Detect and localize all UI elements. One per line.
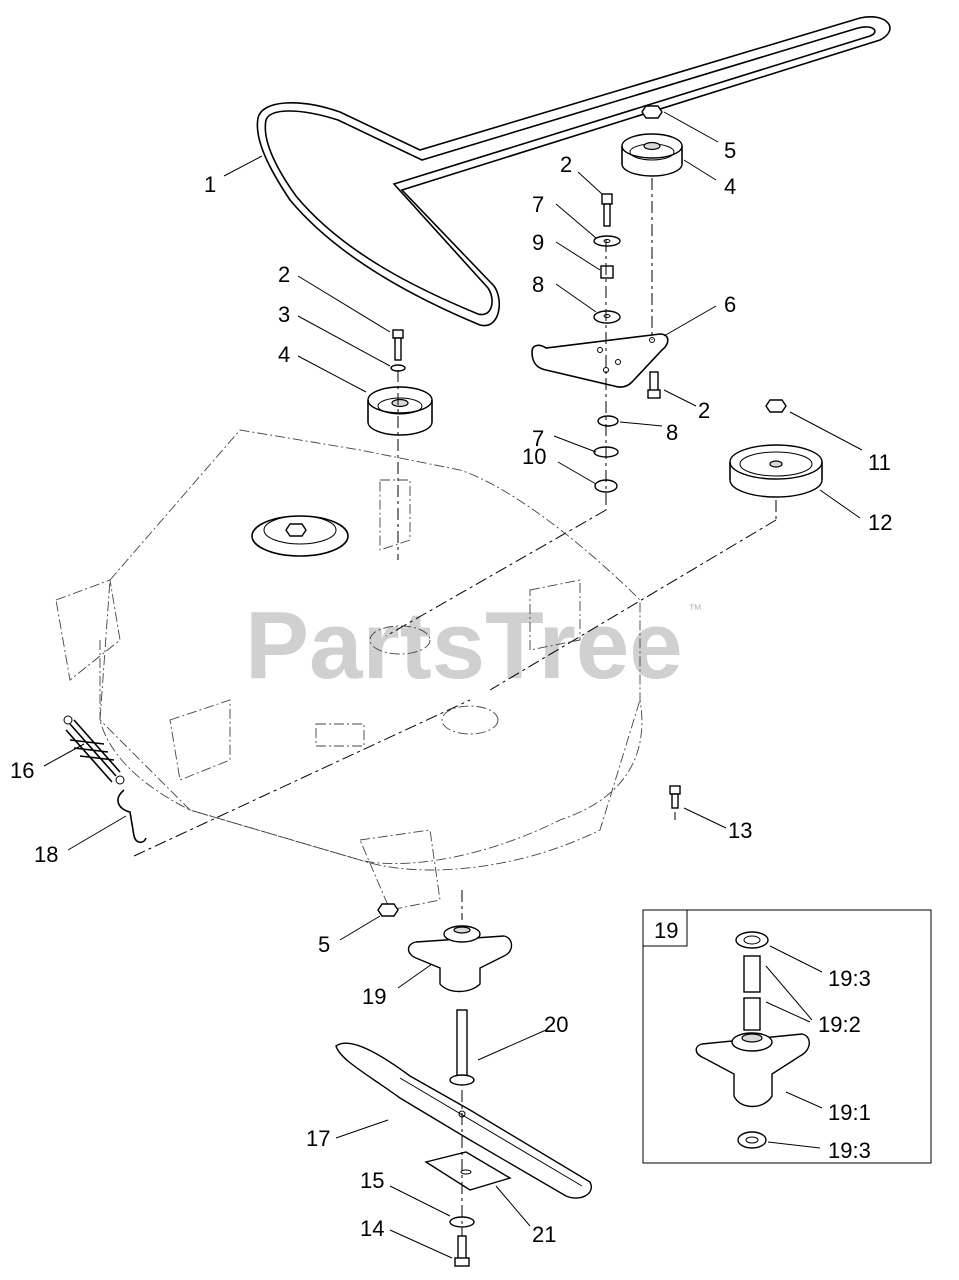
bolt-idler-top[interactable] <box>601 193 613 227</box>
nut-11[interactable] <box>765 399 787 413</box>
callout-bolt-arm: 2 <box>698 398 710 423</box>
callout-spacer-7-lower: 7 <box>532 426 544 451</box>
callout-washer-8-lower: 8 <box>666 420 678 445</box>
callout-bolt-left-pulley: 2 <box>278 262 290 287</box>
inset-callout-19-3-top: 19:3 <box>828 966 871 991</box>
callout-bolt-13: 13 <box>728 818 752 843</box>
callout-bolt-idler-top: 2 <box>560 152 572 177</box>
housing-19-1[interactable] <box>695 1032 810 1108</box>
axis-line <box>133 699 471 857</box>
watermark-trademark: ™ <box>688 601 702 617</box>
bearing-19-3-bottom[interactable] <box>737 1131 767 1149</box>
axis-line <box>489 519 777 691</box>
inset-label: 19 <box>654 918 678 943</box>
callout-spacer-9: 9 <box>532 230 544 255</box>
spindle-19[interactable] <box>407 925 513 993</box>
callout-blade-17: 17 <box>306 1126 330 1151</box>
inset-callout-19-1: 19:1 <box>828 1100 871 1125</box>
plate-21[interactable] <box>424 1151 512 1191</box>
spacer-19-2[interactable] <box>743 955 761 1031</box>
callout-pulley-12: 12 <box>868 510 892 535</box>
axis-line <box>385 509 607 637</box>
callout-nut-top: 5 <box>724 138 736 163</box>
drive-belt[interactable] <box>256 16 891 327</box>
bolt-left-pulley[interactable] <box>392 329 404 361</box>
callout-spring-16: 16 <box>10 758 34 783</box>
inset-box: 19 19:3 19:2 19:1 19:3 <box>642 909 932 1164</box>
washer-8-upper[interactable] <box>593 310 621 324</box>
inset-callout-19-3-bottom: 19:3 <box>828 1138 871 1163</box>
bolt-14[interactable] <box>454 1235 470 1267</box>
bolt-arm[interactable] <box>647 371 661 399</box>
callout-washer-3: 3 <box>278 302 290 327</box>
pulley-12[interactable] <box>729 444 823 498</box>
callout-spacer-10: 10 <box>522 444 546 469</box>
callout-idler-arm: 6 <box>724 292 736 317</box>
callout-shaft-20: 20 <box>544 1012 568 1037</box>
spacer-9[interactable] <box>600 265 614 279</box>
watermark-text: PartsTree <box>245 592 683 699</box>
callout-washer-15: 15 <box>360 1168 384 1193</box>
washer-8-lower[interactable] <box>597 415 619 427</box>
pulley-left[interactable] <box>367 386 433 436</box>
rod-18[interactable] <box>117 789 147 844</box>
callout-nut-bottom: 5 <box>318 932 330 957</box>
idler-arm[interactable] <box>531 333 669 388</box>
spring-16[interactable] <box>63 715 125 785</box>
callout-nut-11: 11 <box>868 450 891 475</box>
bolt-13[interactable] <box>669 785 681 809</box>
callout-spindle-19: 19 <box>362 984 386 1009</box>
washer-7-upper[interactable] <box>593 235 621 247</box>
callout-bolt-14: 14 <box>360 1216 384 1241</box>
callout-pulley-idler: 4 <box>724 174 736 199</box>
callout-pulley-left: 4 <box>278 342 290 367</box>
leader-lines <box>43 111 863 1259</box>
callout-plate-21: 21 <box>532 1222 556 1247</box>
callout-washer-8-upper: 8 <box>532 272 544 297</box>
mower-deck <box>55 429 643 911</box>
nut-bottom[interactable] <box>377 903 399 917</box>
callout-spacer-7-upper: 7 <box>532 192 544 217</box>
callout-rod-18: 18 <box>34 842 58 867</box>
callout-belt: 1 <box>204 172 216 197</box>
nut-top[interactable] <box>641 105 663 119</box>
inset-callout-19-2: 19:2 <box>818 1012 861 1037</box>
idler-pulley[interactable] <box>621 133 683 177</box>
shaft-20[interactable] <box>449 1009 475 1086</box>
bearing-19-3-top[interactable] <box>735 931 769 949</box>
blade-17[interactable] <box>335 1042 592 1199</box>
